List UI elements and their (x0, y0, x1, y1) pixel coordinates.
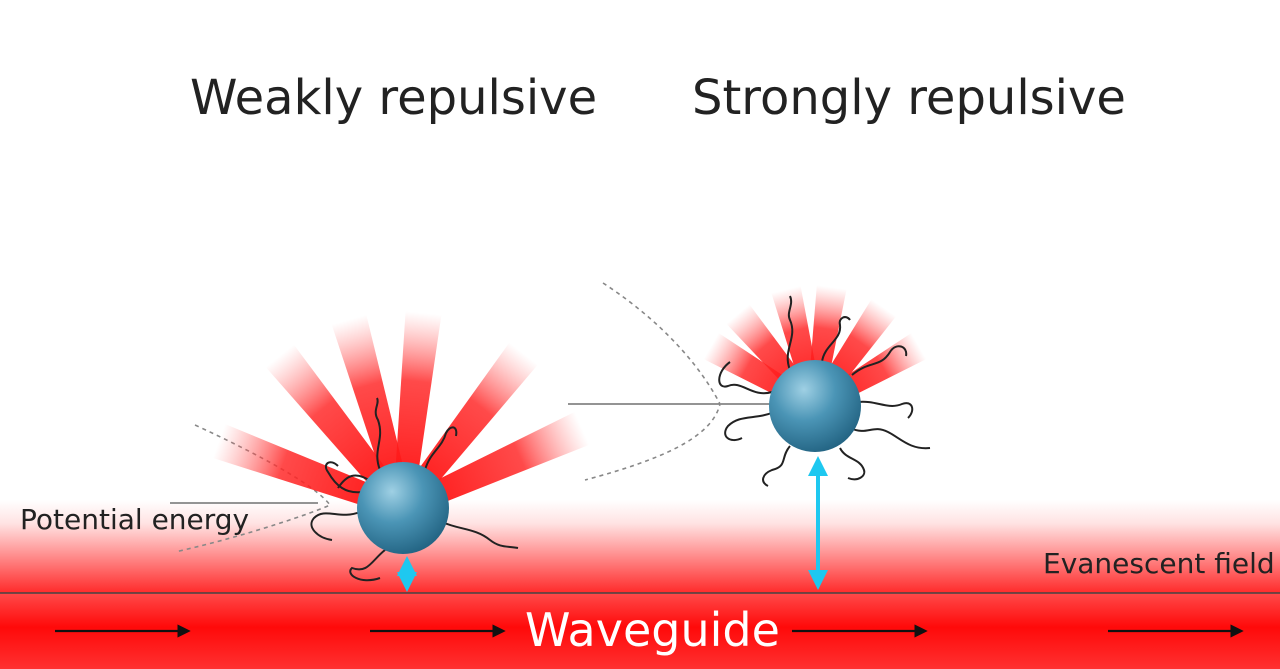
waveguide-bar (0, 593, 1280, 669)
polymer-strand (786, 295, 794, 371)
polymer-strand (441, 521, 519, 549)
polymer-strand (839, 447, 866, 481)
polymer-strand (424, 426, 458, 471)
potential-energy-label: Potential energy (20, 503, 249, 536)
polymer-strand (857, 400, 914, 419)
repulsion-ray (212, 424, 407, 518)
polymer-strand (762, 445, 791, 487)
polymer-strand (324, 461, 363, 494)
repulsion-ray (331, 314, 413, 511)
repulsion-ray (393, 311, 442, 510)
strongly-repulsive-title: Strongly repulsive (692, 70, 1126, 126)
polymer-strand (724, 411, 775, 442)
waveguide-label: Waveguide (525, 603, 780, 657)
strong-potential-curve (568, 282, 770, 481)
polymer-strand (349, 549, 386, 582)
repulsion-ray (398, 411, 590, 518)
polymer-strand (310, 511, 361, 541)
repulsion-ray (395, 342, 538, 515)
weakly-repulsive-title: Weakly repulsive (190, 70, 597, 126)
polymer-strand (374, 397, 382, 471)
particle-strong-sphere-icon (769, 360, 861, 452)
repulsion-ray (265, 344, 411, 515)
polymer-strand (851, 345, 908, 376)
strong-potential-curve-dashed (584, 282, 721, 481)
evanescent-field-region (0, 500, 1280, 593)
polymer-strand (821, 316, 851, 363)
polymer-strand (718, 361, 773, 395)
evanescent-field-label: Evanescent field (1043, 547, 1275, 580)
weak-repulsion-rays (212, 311, 590, 518)
particle-weak-sphere-icon (357, 462, 449, 554)
strong-polymer-strands (718, 295, 931, 487)
weak-potential-curve (170, 424, 332, 553)
polymer-strand (849, 427, 931, 450)
